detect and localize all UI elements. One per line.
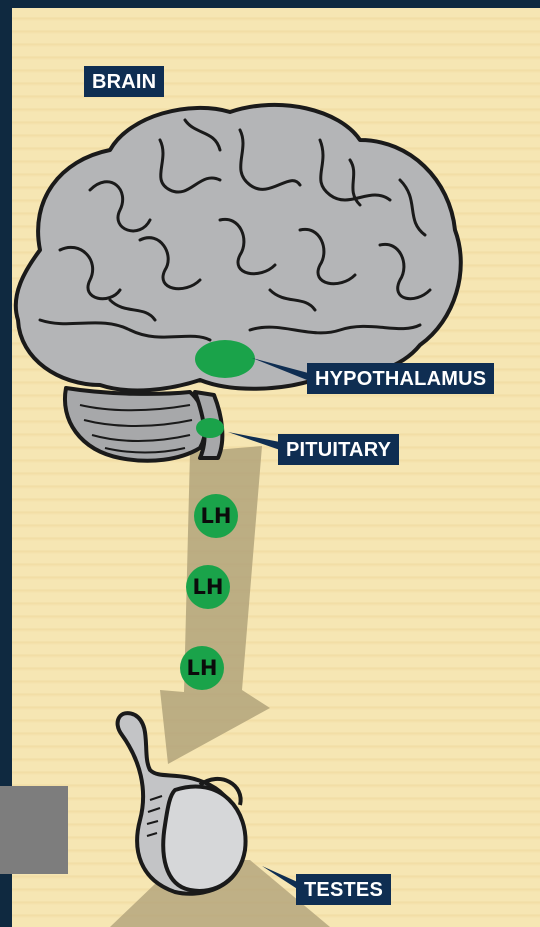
testes-label: TESTES [296, 874, 391, 905]
lh-hormone-1: LH [194, 494, 238, 538]
hypothalamus-label: HYPOTHALAMUS [307, 363, 494, 394]
lh-hormone-2: LH [186, 565, 230, 609]
hypothalamus-gland [195, 340, 255, 378]
pituitary-gland [196, 418, 224, 438]
lh-hormone-3: LH [180, 646, 224, 690]
brain-illustration [16, 105, 461, 461]
pituitary-label: PITUITARY [278, 434, 399, 465]
brain-label: BRAIN [84, 66, 164, 97]
gray-block [0, 786, 68, 874]
